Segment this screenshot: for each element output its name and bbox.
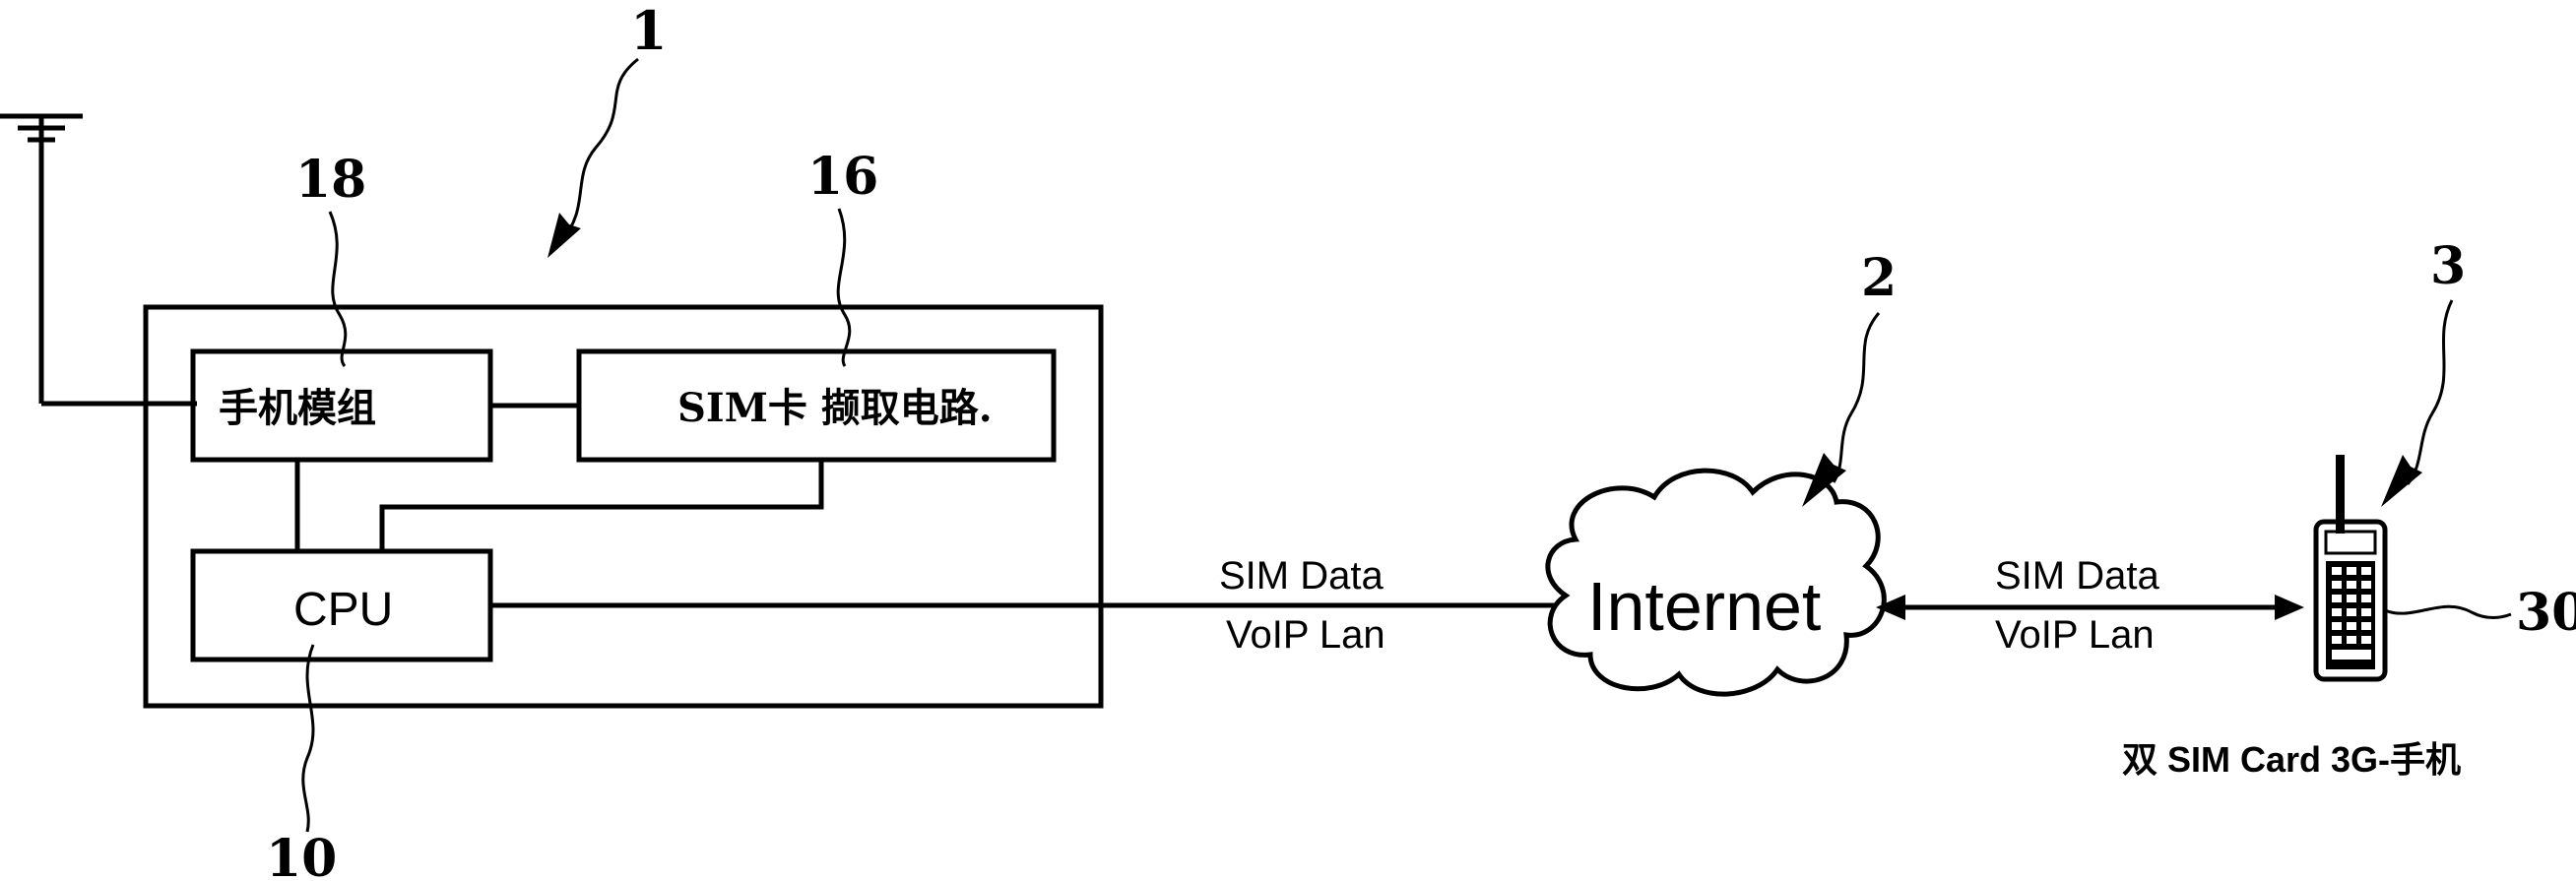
internet-cloud-icon [1545,468,1887,697]
right-link-label-voip: VoIP Lan [1995,613,2155,657]
cpu-leader-line [301,644,315,833]
module-ref-number: 18 [295,150,366,210]
phone-part-leader-line [2384,604,2512,619]
device-outer-box [143,304,1104,709]
phone-part-ref-number: 30 [2516,583,2576,643]
sim-reader-leader-line [836,208,852,367]
phone-leader-line [2406,299,2454,485]
device-leader-arrowhead [547,213,581,258]
right-link-label-data: SIM Data [1995,554,2159,598]
mobile-phone-icon [2313,455,2388,682]
sim-cpu-connector [379,460,824,551]
network-ref-number: 2 [1861,248,1897,308]
mobile-module-label: 手机模组 [219,385,376,431]
link-arrowhead-left [1876,595,1905,620]
device-ref-number: 1 [630,0,668,62]
phone-leader-arrowhead [2381,455,2422,507]
network-leader-line [1832,312,1881,483]
module-leader-line [328,211,348,367]
antenna-icon [0,113,197,407]
left-link-label-data: SIM Data [1219,554,1384,598]
sim-reader-ref-number: 16 [807,147,878,207]
cpu-ref-number: 10 [266,829,337,881]
link-arrowhead-right [2275,595,2304,620]
phone-caption: 双 SIM Card 3G-手机 [2122,739,2461,780]
cpu-label: CPU [293,584,393,636]
network-leader-arrowhead [1802,453,1846,507]
phone-ref-number: 3 [2430,236,2466,296]
internet-label: Internet [1587,568,1821,645]
device-leader-line [559,57,639,242]
left-link-label-voip: VoIP Lan [1226,613,1385,657]
sim-reader-label: SIM卡 撷取电路. [677,385,993,431]
